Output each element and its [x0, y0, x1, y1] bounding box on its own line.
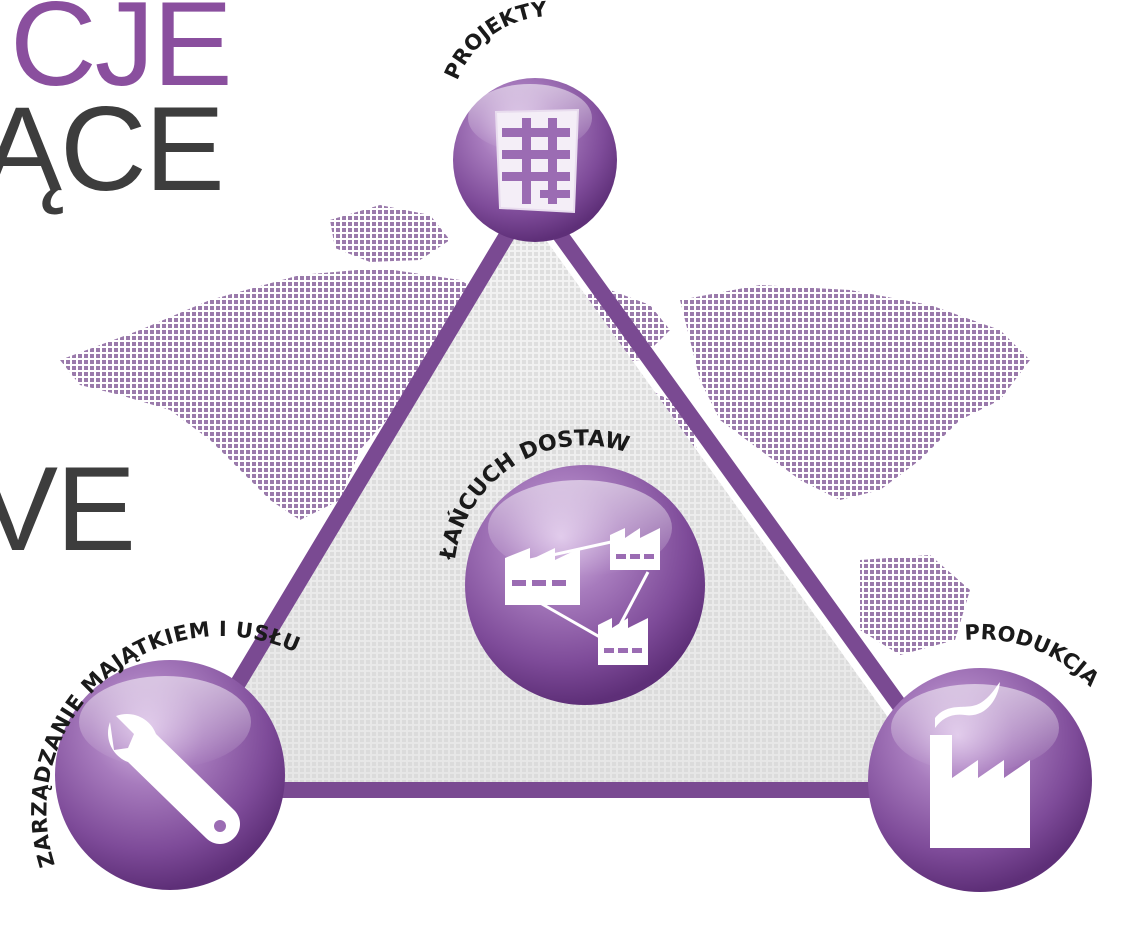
- map-north-america: [60, 205, 495, 520]
- node-projekty: PROJEKTY: [440, 0, 617, 242]
- map-australia: [860, 555, 970, 655]
- triangle-edges: [202, 192, 918, 798]
- headline-line-2: ĄCE: [0, 82, 223, 216]
- headline-line-3: VE: [0, 442, 134, 576]
- factory-icon: [930, 682, 1030, 848]
- label-projekty-path: PROJEKTY: [440, 0, 549, 83]
- node-produkcja: PRODUKCJA: [868, 620, 1104, 892]
- edge-top-right: [527, 192, 918, 728]
- label-projekty: PROJEKTY: [440, 0, 549, 83]
- map-asia: [680, 285, 1030, 500]
- blueprint-grid-icon: [494, 108, 580, 214]
- edge-top-left: [202, 192, 536, 738]
- supply-chain-factories-icon: [505, 528, 660, 665]
- headline: CJE ĄCE VE: [0, 0, 233, 576]
- headline-line-1: CJE: [10, 0, 231, 111]
- wrench-icon: [108, 714, 240, 844]
